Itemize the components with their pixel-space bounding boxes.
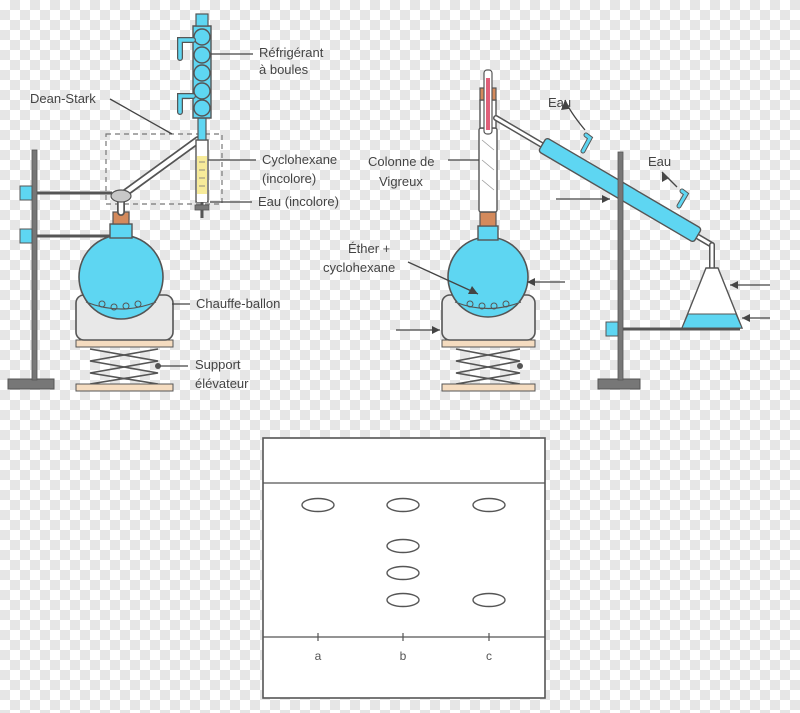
round-bottom-flask-right <box>447 211 529 318</box>
tlc-lane-label-b: b <box>400 649 407 663</box>
tlc-spot-a-1 <box>301 497 335 513</box>
label-cyclohexane-line2: (incolore) <box>262 171 316 186</box>
retort-stand-right <box>597 151 740 390</box>
label-eau-top: Eau <box>548 95 571 110</box>
fractional-distillation-setup: Colonne de Vigreux Eau Eau Éther + cyclo… <box>323 69 770 392</box>
lab-jack-right <box>441 339 536 392</box>
tlc-plate: a b c <box>262 437 546 699</box>
tlc-lane-label-c: c <box>486 649 492 663</box>
tlc-spot-c-1 <box>472 497 506 513</box>
label-ether-line1: Éther + <box>348 241 390 256</box>
vigreux-column <box>478 69 498 213</box>
tlc-spot-c-4 <box>472 592 506 608</box>
ball-condenser <box>177 13 212 141</box>
tlc-lane-label-a: a <box>315 649 322 663</box>
tlc-spot-b-3 <box>386 565 420 581</box>
label-colonne-line2: Vigreux <box>379 174 423 189</box>
label-chauffe-ballon: Chauffe-ballon <box>196 296 280 311</box>
tlc-spot-b-2 <box>386 538 420 554</box>
label-support-line2: élévateur <box>195 376 249 391</box>
tlc-spot-b-1 <box>386 497 420 513</box>
dean-stark-setup: Réfrigérant à boules Dean-Stark Cyclohex… <box>7 13 339 392</box>
dean-stark-zoom-box <box>105 133 223 205</box>
lab-jack-left <box>75 339 174 392</box>
dean-stark-trap <box>110 136 210 218</box>
label-refrigerant-line1: Réfrigérant <box>259 45 324 60</box>
label-dean-stark: Dean-Stark <box>30 91 96 106</box>
label-colonne-line1: Colonne de <box>368 154 435 169</box>
label-support-line1: Support <box>195 357 241 372</box>
erlenmeyer-flask <box>680 267 744 329</box>
label-ether-line2: cyclohexane <box>323 260 395 275</box>
liebig-condenser <box>493 115 715 271</box>
tlc-spot-b-4 <box>386 592 420 608</box>
round-bottom-flask-left <box>78 211 164 320</box>
label-refrigerant-line2: à boules <box>259 62 309 77</box>
label-cyclohexane-line1: Cyclohexane <box>262 152 337 167</box>
label-eau-right: Eau <box>648 154 671 169</box>
retort-stand-left <box>7 149 112 390</box>
label-eau-incolore: Eau (incolore) <box>258 194 339 209</box>
